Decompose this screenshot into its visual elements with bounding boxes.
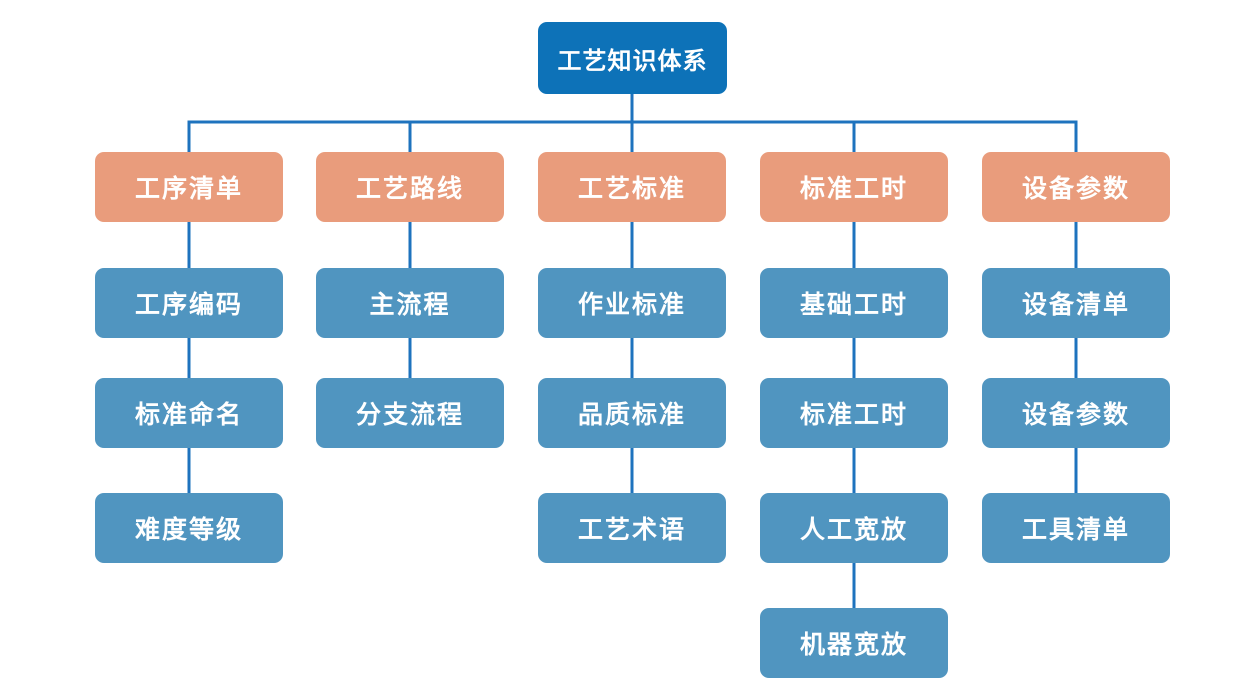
leaf-node: 设备清单 [982, 268, 1170, 338]
branch-node: 工序清单 [95, 152, 283, 222]
root-node: 工艺知识体系 [538, 22, 727, 94]
leaf-node: 作业标准 [538, 268, 726, 338]
leaf-node: 人工宽放 [760, 493, 948, 563]
leaf-node: 主流程 [316, 268, 504, 338]
leaf-node: 工艺术语 [538, 493, 726, 563]
leaf-node: 品质标准 [538, 378, 726, 448]
leaf-node: 机器宽放 [760, 608, 948, 678]
leaf-node: 工具清单 [982, 493, 1170, 563]
leaf-node: 标准命名 [95, 378, 283, 448]
leaf-node: 标准工时 [760, 378, 948, 448]
branch-node: 标准工时 [760, 152, 948, 222]
leaf-node: 基础工时 [760, 268, 948, 338]
leaf-node: 难度等级 [95, 493, 283, 563]
leaf-node: 工序编码 [95, 268, 283, 338]
leaf-node: 设备参数 [982, 378, 1170, 448]
branch-node: 设备参数 [982, 152, 1170, 222]
branch-node: 工艺路线 [316, 152, 504, 222]
leaf-node: 分支流程 [316, 378, 504, 448]
branch-node: 工艺标准 [538, 152, 726, 222]
